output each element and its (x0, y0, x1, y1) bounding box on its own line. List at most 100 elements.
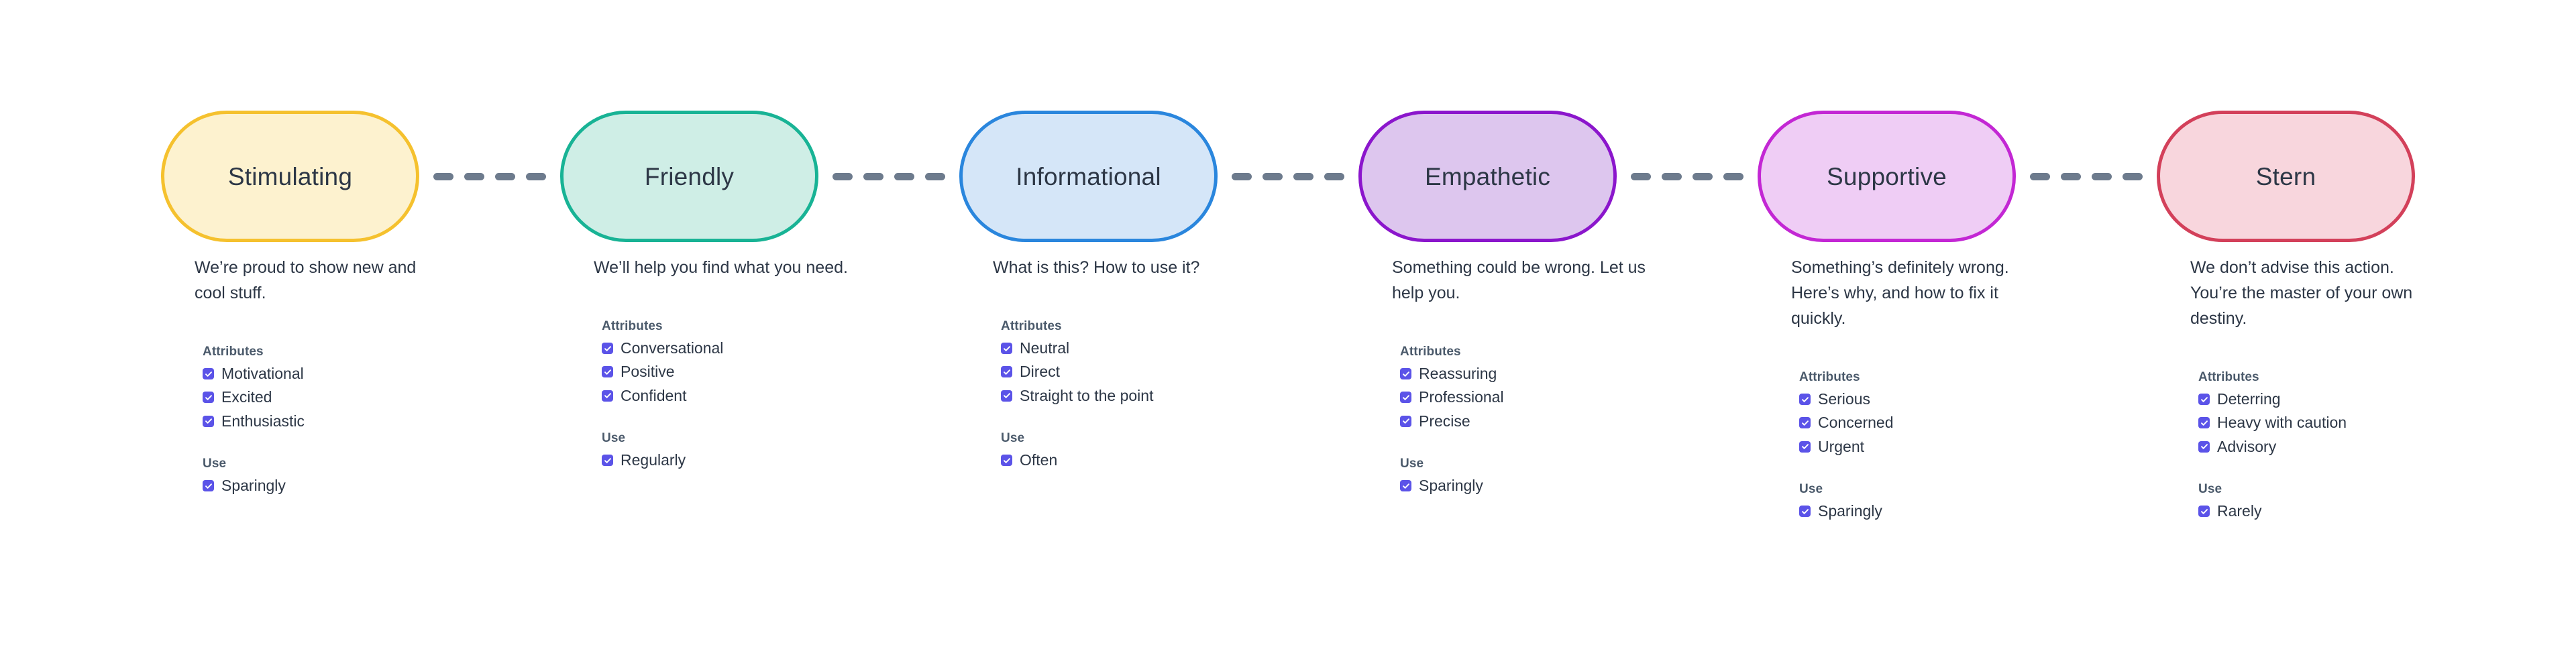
checkmark-icon[interactable] (203, 480, 214, 492)
tone-pill-label: Friendly (644, 162, 735, 190)
column-spacer (1617, 255, 1758, 603)
attribute-item[interactable]: Direct (1001, 363, 1218, 380)
checkmark-icon[interactable] (1799, 417, 1811, 429)
checkmark-icon[interactable] (1001, 455, 1012, 467)
tone-column-stern: We don’t advise this action. You’re the … (2157, 255, 2415, 603)
dash-segment (1263, 172, 1283, 180)
checkbox-label: Often (1020, 451, 1058, 469)
tone-column-stimulating: We’re proud to show new and cool stuff.A… (161, 255, 419, 603)
tone-pill-stimulating[interactable]: Stimulating (161, 111, 419, 242)
checkmark-icon[interactable] (2198, 394, 2210, 406)
checkmark-icon[interactable] (2198, 417, 2210, 429)
tone-pill-label: Stern (2255, 162, 2316, 190)
use-item[interactable]: Sparingly (1400, 477, 1617, 494)
dash-segment (894, 172, 914, 180)
column-spacer (818, 255, 959, 603)
attribute-item[interactable]: Serious (1799, 390, 2016, 408)
checkmark-icon[interactable] (1400, 480, 1411, 492)
attribute-item[interactable]: Motivational (203, 365, 419, 382)
checkbox-label: Advisory (2217, 437, 2277, 455)
attribute-item[interactable]: Confident (602, 386, 818, 404)
checkmark-icon[interactable] (203, 415, 214, 427)
checkmark-icon[interactable] (1799, 394, 1811, 406)
use-item[interactable]: Sparingly (1799, 502, 2016, 520)
dash-segment (2030, 172, 2050, 180)
checkmark-icon[interactable] (1400, 368, 1411, 380)
attribute-item[interactable]: Straight to the point (1001, 387, 1218, 404)
dash-segment (526, 172, 546, 180)
checkmark-icon[interactable] (2198, 506, 2210, 518)
use-item[interactable]: Rarely (2198, 501, 2415, 520)
tone-pill-label: Stimulating (227, 162, 353, 190)
checkmark-icon[interactable] (602, 390, 613, 402)
attribute-item[interactable]: Deterring (2198, 390, 2415, 408)
tone-pill-informational[interactable]: Informational (959, 111, 1218, 242)
use-item[interactable]: Often (1001, 451, 1218, 469)
attribute-item[interactable]: Enthusiastic (203, 412, 419, 430)
attributes-heading: Attributes (602, 319, 663, 333)
dash-segment (833, 172, 853, 180)
checkbox-label: Positive (621, 363, 675, 381)
checkbox-label: Conversational (621, 339, 724, 357)
attribute-item[interactable]: Professional (1400, 388, 1617, 406)
dash-segment (863, 172, 883, 180)
column-spacer (2016, 255, 2157, 603)
attribute-item[interactable]: Concerned (1799, 414, 2016, 431)
use-heading: Use (2198, 481, 2222, 496)
attribute-item[interactable]: Excited (203, 388, 419, 406)
checkmark-icon[interactable] (1001, 390, 1012, 402)
attribute-item[interactable]: Conversational (602, 339, 818, 357)
dashed-line-icon (1218, 111, 1358, 242)
tone-pill-label: Empathetic (1424, 162, 1551, 190)
tone-pill-row: Stimulating Friendly Informational Empathet… (161, 111, 2415, 242)
attribute-item[interactable]: Advisory (2198, 438, 2415, 455)
use-item[interactable]: Regularly (602, 451, 818, 469)
attribute-item[interactable]: Neutral (1001, 339, 1218, 357)
tone-pill-label: Informational (1016, 162, 1161, 190)
checkbox-label: Deterring (2217, 390, 2281, 408)
checkmark-icon[interactable] (1001, 343, 1012, 355)
checkmark-icon[interactable] (1799, 506, 1811, 518)
checkbox-label: Rarely (2217, 501, 2262, 520)
tone-column-supportive: Something’s definitely wrong. Here’s why… (1758, 255, 2016, 603)
checkmark-icon[interactable] (2198, 440, 2210, 453)
checkbox-label: Confident (621, 386, 687, 404)
checkmark-icon[interactable] (1400, 415, 1411, 427)
attribute-item[interactable]: Positive (602, 363, 818, 380)
checkmark-icon[interactable] (203, 392, 214, 404)
checkmark-icon[interactable] (602, 343, 613, 355)
attribute-item[interactable]: Urgent (1799, 438, 2016, 455)
checkbox-label: Sparingly (1419, 476, 1483, 494)
tone-pill-empathetic[interactable]: Empathetic (1358, 111, 1617, 242)
attribute-item[interactable]: Reassuring (1400, 365, 1617, 382)
checkmark-icon[interactable] (602, 455, 613, 467)
dashed-line-icon (818, 111, 959, 242)
tone-pill-stern[interactable]: Stern (2157, 111, 2415, 242)
column-spacer (419, 255, 560, 603)
tone-pill-friendly[interactable]: Friendly (560, 111, 818, 242)
attributes-heading: Attributes (203, 345, 264, 359)
dashed-line-icon (419, 111, 560, 242)
tone-description: Something could be wrong. Let us help yo… (1392, 258, 1646, 302)
checkbox-label: Excited (221, 388, 272, 406)
checkbox-label: Regularly (621, 451, 686, 469)
use-item[interactable]: Sparingly (203, 477, 419, 494)
checkmark-icon[interactable] (1001, 366, 1012, 378)
use-heading: Use (1799, 481, 1823, 496)
checkbox-label: Urgent (1818, 437, 1865, 455)
tone-detail-columns: We’re proud to show new and cool stuff.A… (161, 255, 2415, 603)
checkmark-icon[interactable] (1400, 392, 1411, 404)
checkmark-icon[interactable] (203, 368, 214, 380)
checkmark-icon[interactable] (1799, 440, 1811, 453)
tone-pill-supportive[interactable]: Supportive (1758, 111, 2016, 242)
attribute-item[interactable]: Heavy with caution (2198, 414, 2415, 431)
checkbox-label: Professional (1419, 388, 1504, 406)
checkmark-icon[interactable] (602, 366, 613, 378)
tone-description: Something’s definitely wrong. Here’s why… (1791, 258, 2009, 328)
checkbox-label: Reassuring (1419, 365, 1497, 382)
attribute-item[interactable]: Precise (1400, 412, 1617, 430)
dash-segment (1662, 172, 1682, 180)
dash-segment (1232, 172, 1252, 180)
